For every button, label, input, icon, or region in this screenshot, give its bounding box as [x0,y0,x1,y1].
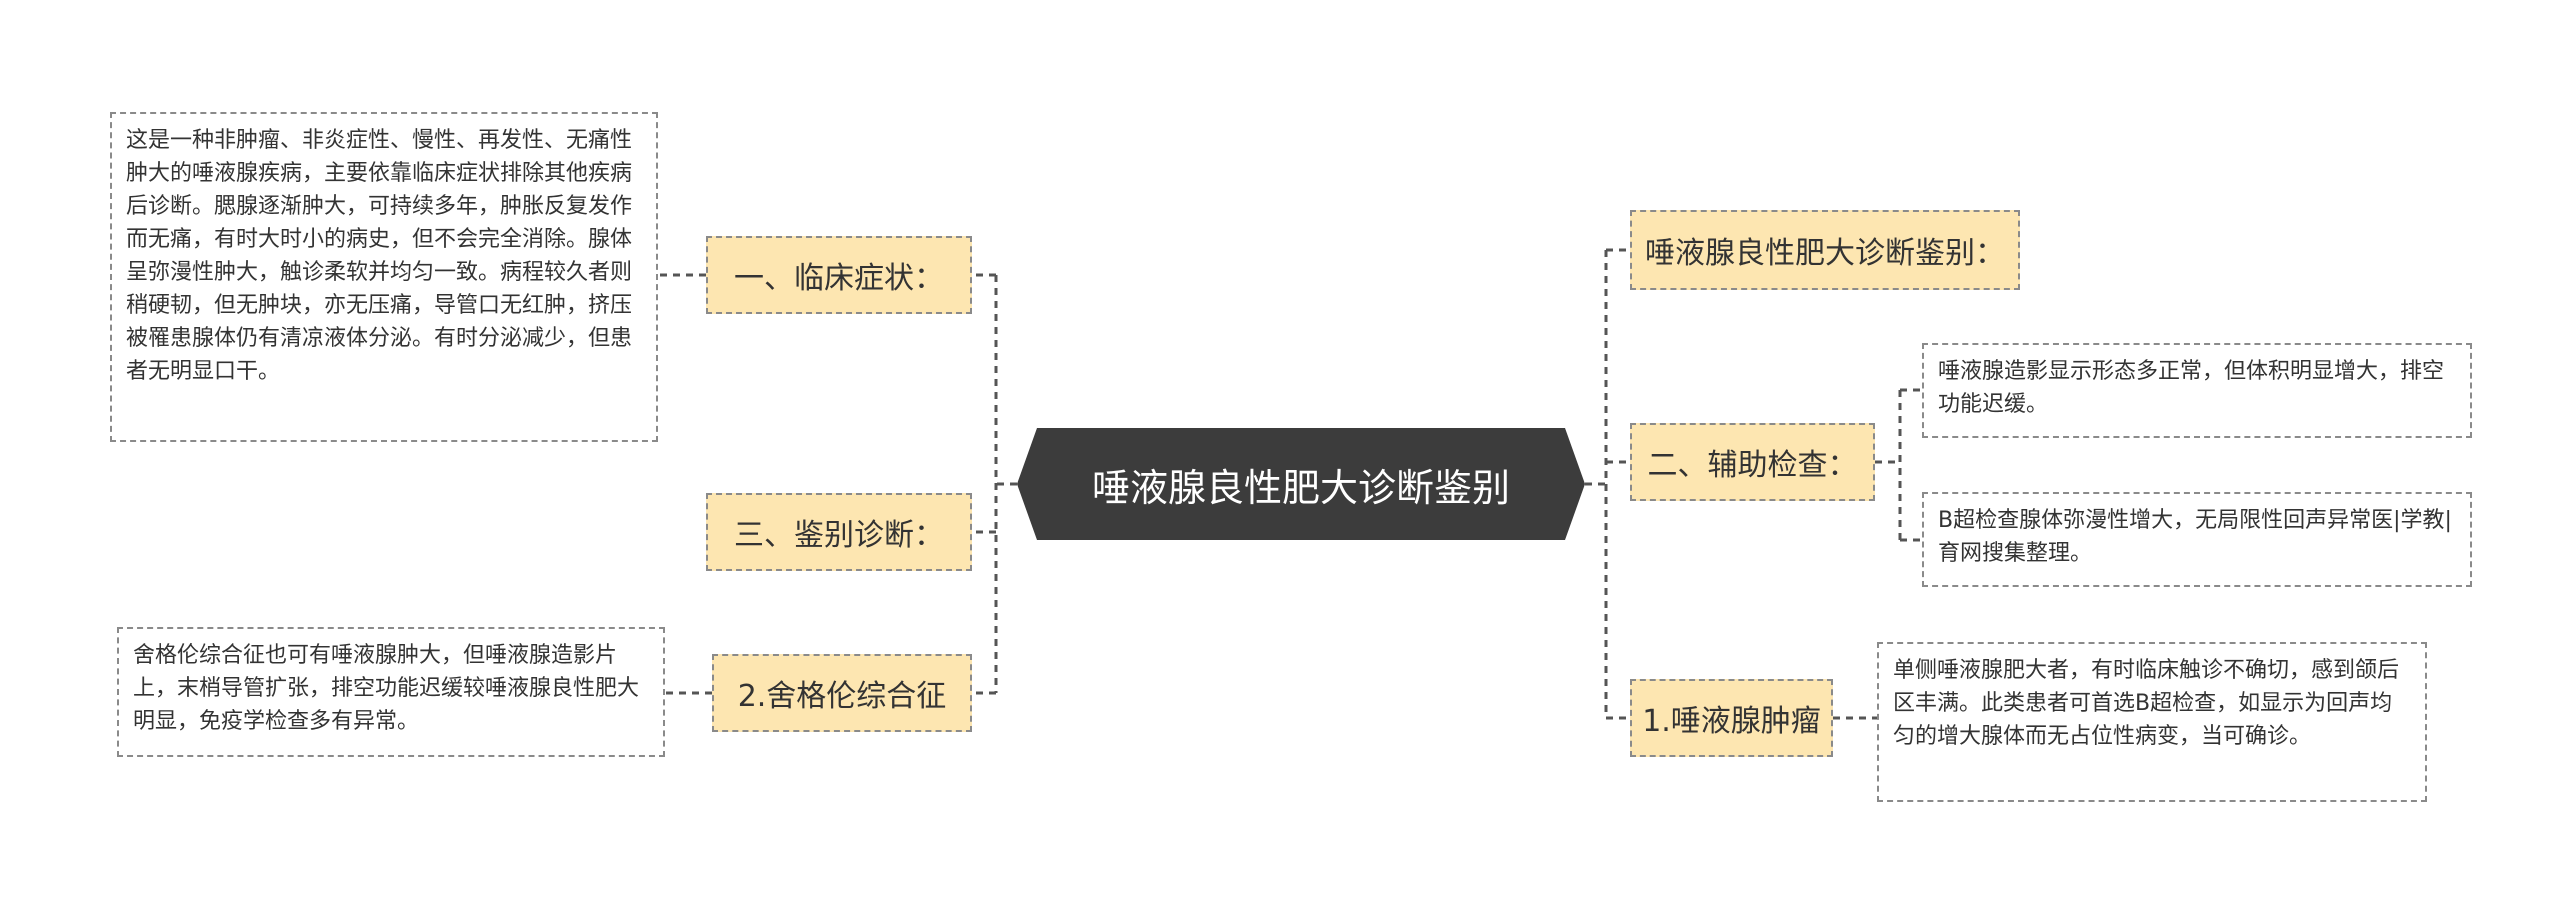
branch-salivary-tumor: 1.唾液腺肿瘤 [1630,679,1833,757]
leaf-tumor-text: 单侧唾液腺肥大者，有时临床触诊不确切，感到颌后区丰满。此类患者可首选B超检查，如… [1893,658,2400,749]
leaf-tumor-description: 单侧唾液腺肥大者，有时临床触诊不确切，感到颌后区丰满。此类患者可首选B超检查，如… [1877,642,2427,802]
branch-salivary-tumor-label: 1.唾液腺肿瘤 [1642,704,1821,739]
branch-diagnosis-differentiation: 唾液腺良性肥大诊断鉴别： [1630,210,2020,290]
branch-clinical-symptoms-label: 一、临床症状： [734,261,944,296]
branch-sjogren-syndrome: 2.舍格伦综合征 [712,654,972,732]
leaf-sialography: 唾液腺造影显示形态多正常，但体积明显增大，排空功能迟缓。 [1922,343,2472,438]
leaf-ultrasound-text: B超检查腺体弥漫性增大，无局限性回声异常医|学教|育网搜集整理。 [1938,508,2452,566]
leaf-clinical-description: 这是一种非肿瘤、非炎症性、慢性、再发性、无痛性肿大的唾液腺疾病，主要依靠临床症状… [110,112,658,442]
connector-auxiliary-leaves [1875,388,1922,542]
branch-differential-diagnosis-label: 三、鉴别诊断： [734,518,944,553]
branch-diagnosis-differentiation-label: 唾液腺良性肥大诊断鉴别： [1645,236,2005,271]
branch-auxiliary-exam-label: 二、辅助检查： [1647,448,1858,483]
leaf-clinical-text: 这是一种非肿瘤、非炎症性、慢性、再发性、无痛性肿大的唾液腺疾病，主要依靠临床症状… [126,128,633,384]
leaf-ultrasound: B超检查腺体弥漫性增大，无局限性回声异常医|学教|育网搜集整理。 [1922,492,2472,587]
central-topic-label: 唾液腺良性肥大诊断鉴别 [1091,465,1510,510]
branch-auxiliary-exam: 二、辅助检查： [1630,423,1875,501]
branch-differential-diagnosis: 三、鉴别诊断： [706,493,972,571]
branch-sjogren-syndrome-label: 2.舍格伦综合征 [737,679,947,714]
leaf-sialography-text: 唾液腺造影显示形态多正常，但体积明显增大，排空功能迟缓。 [1938,359,2445,417]
leaf-sjogren-description: 舍格伦综合征也可有唾液腺肿大，但唾液腺造影片上，末梢导管扩张，排空功能迟缓较唾液… [117,627,665,757]
central-topic-shape [1017,428,1585,540]
leaf-sjogren-text: 舍格伦综合征也可有唾液腺肿大，但唾液腺造影片上，末梢导管扩张，排空功能迟缓较唾液… [133,643,640,734]
central-topic: 唾液腺良性肥大诊断鉴别 [1017,428,1585,540]
branch-clinical-symptoms: 一、临床症状： [706,236,972,314]
